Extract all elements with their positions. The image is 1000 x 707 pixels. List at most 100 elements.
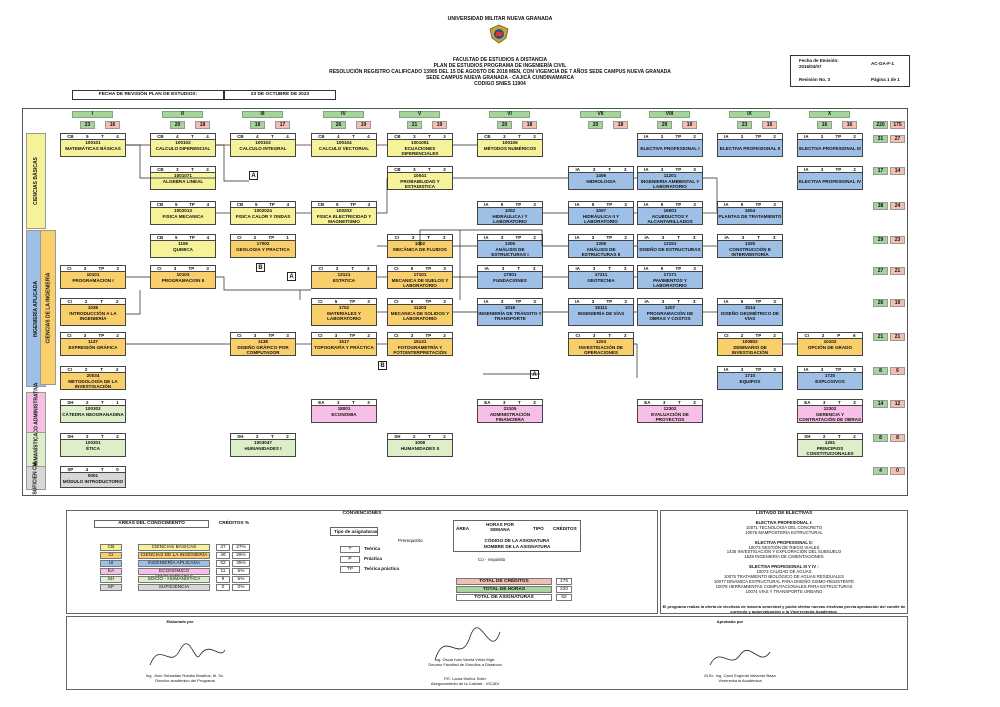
- course-hours: 3: [592, 333, 596, 338]
- semester-header: IX: [729, 111, 770, 118]
- course-type: T: [677, 235, 681, 240]
- course-name: ADMINISTRACIÓN FINANCIERA: [489, 411, 531, 422]
- area-credits: 47: [216, 544, 230, 551]
- course-area: CI: [67, 266, 72, 271]
- course-credits: 3: [773, 367, 776, 372]
- types-title: Tipo de asignaturas: [334, 529, 378, 534]
- course-credits: 2: [116, 434, 119, 439]
- course-credits: 3: [624, 333, 627, 338]
- course-credits: 3: [773, 299, 776, 304]
- course-area: SH: [237, 434, 244, 439]
- row-total-hours: 21: [873, 333, 888, 341]
- course-type: T: [100, 467, 104, 472]
- course-name: INGENIERÍA DE VÍAS: [577, 310, 625, 316]
- course-type: TP: [606, 299, 613, 304]
- course-code: 17002: [256, 241, 270, 246]
- course-credits: 3: [367, 299, 370, 304]
- area-name: SOCIO - HUMANÍSTICA: [138, 576, 210, 583]
- course-credits: 3: [443, 299, 446, 304]
- course-name: ÉTICA: [86, 445, 100, 451]
- course-type: T: [837, 434, 841, 439]
- row-total-hours: 14: [873, 400, 888, 408]
- type-label: Teórica: [364, 546, 380, 551]
- prerequisite-line: [216, 276, 311, 291]
- course-area: IA: [724, 367, 729, 372]
- course-type: T: [608, 266, 612, 271]
- course-code: 1003047: [254, 440, 272, 445]
- course-area: IA: [575, 202, 580, 207]
- semester-credits: 16: [105, 121, 120, 129]
- course-name: PROGRAMACIÓN DE OBRAS Y COSTOS: [646, 310, 694, 321]
- course-code: 10102: [823, 339, 837, 344]
- course-type: T: [677, 299, 681, 304]
- course-name: PROGRAMACION II: [161, 277, 205, 283]
- area-percentage: 26%: [232, 552, 250, 559]
- model-hours: HORAS POR SEMANA: [486, 522, 514, 533]
- course-code: 16001: [663, 208, 677, 213]
- course-area: CB: [394, 167, 401, 172]
